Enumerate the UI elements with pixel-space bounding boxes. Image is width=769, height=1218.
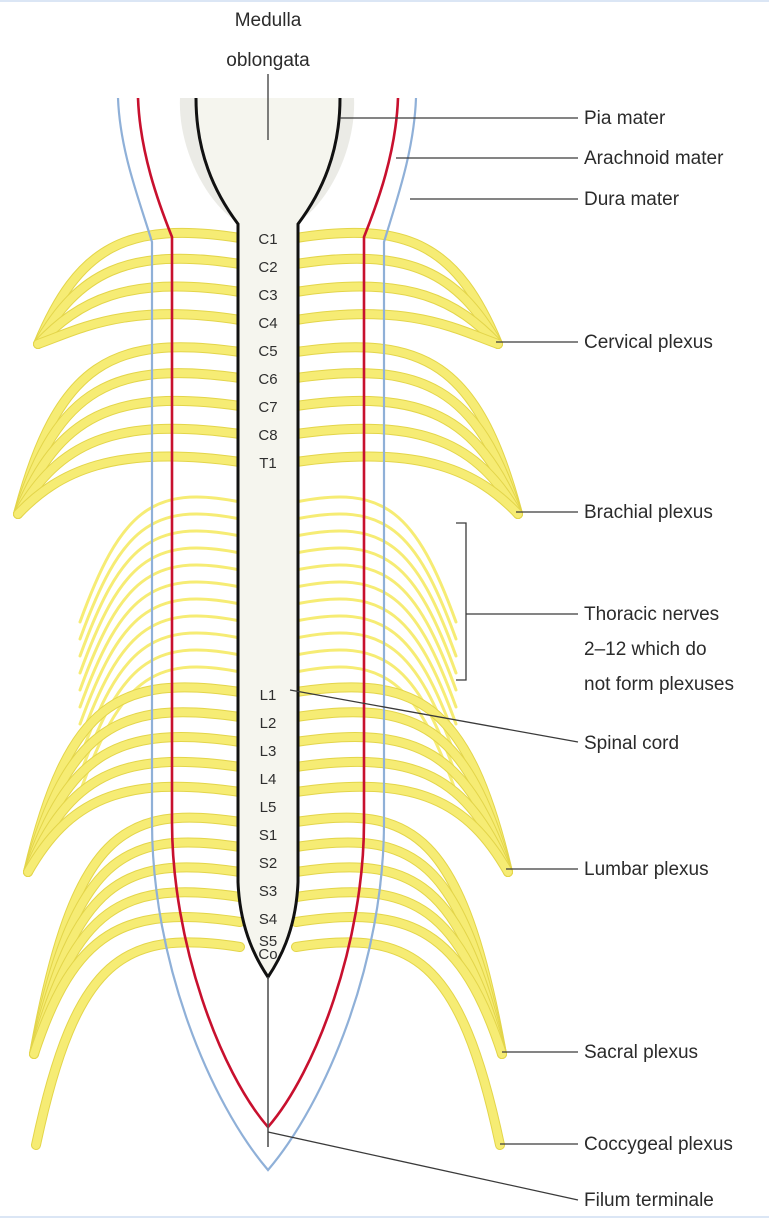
- arachnoid-mater-label: Arachnoid mater: [584, 148, 724, 169]
- segment-label-l4: L4: [260, 771, 277, 788]
- cervical-plexus-label: Cervical plexus: [584, 332, 713, 353]
- segment-label-c2: C2: [258, 259, 277, 276]
- coccygeal-plexus-label: Coccygeal plexus: [584, 1134, 733, 1155]
- segment-label-l5: L5: [260, 799, 277, 816]
- segment-label-t1: T1: [259, 455, 277, 472]
- segment-label-s1: S1: [259, 827, 277, 844]
- thoracic-nerves-label-3: not form plexuses: [584, 674, 734, 695]
- segment-label-c1: C1: [258, 231, 277, 248]
- spinal-cord-label: Spinal cord: [584, 733, 679, 754]
- thoracic-nerves-label-1: Thoracic nerves: [584, 604, 719, 625]
- medulla-label-line2: oblongata: [226, 50, 310, 71]
- segment-label-c7: C7: [258, 399, 277, 416]
- segment-label-l3: L3: [260, 743, 277, 760]
- segment-label-s3: S3: [259, 883, 277, 900]
- medulla-label-line1: Medulla: [235, 10, 302, 31]
- dura-mater-label: Dura mater: [584, 189, 680, 210]
- lumbar-plexus-label: Lumbar plexus: [584, 859, 709, 880]
- brachial-plexus-label: Brachial plexus: [584, 502, 713, 523]
- segment-label-c4: C4: [258, 315, 277, 332]
- segment-label-c8: C8: [258, 427, 277, 444]
- segment-label-c5: C5: [258, 343, 277, 360]
- thoracic-nerves-label-2: 2–12 which do: [584, 639, 707, 660]
- thoracic-bracket: [456, 523, 578, 680]
- segment-label-c6: C6: [258, 371, 277, 388]
- filum-terminale-label: Filum terminale: [584, 1190, 714, 1211]
- sacral-plexus-label: Sacral plexus: [584, 1042, 698, 1063]
- segment-label-s4: S4: [259, 911, 277, 928]
- brachial-nerve-2-left: [18, 373, 240, 514]
- filum-leader: [268, 1132, 578, 1200]
- segment-label-co: Co: [258, 946, 277, 963]
- segment-label-c3: C3: [258, 287, 277, 304]
- brachial-nerve-2-right: [296, 373, 518, 514]
- segment-label-l2: L2: [260, 715, 277, 732]
- segment-label-s2: S2: [259, 855, 277, 872]
- segment-label-l1: L1: [260, 687, 277, 704]
- pia-mater-label: Pia mater: [584, 108, 666, 129]
